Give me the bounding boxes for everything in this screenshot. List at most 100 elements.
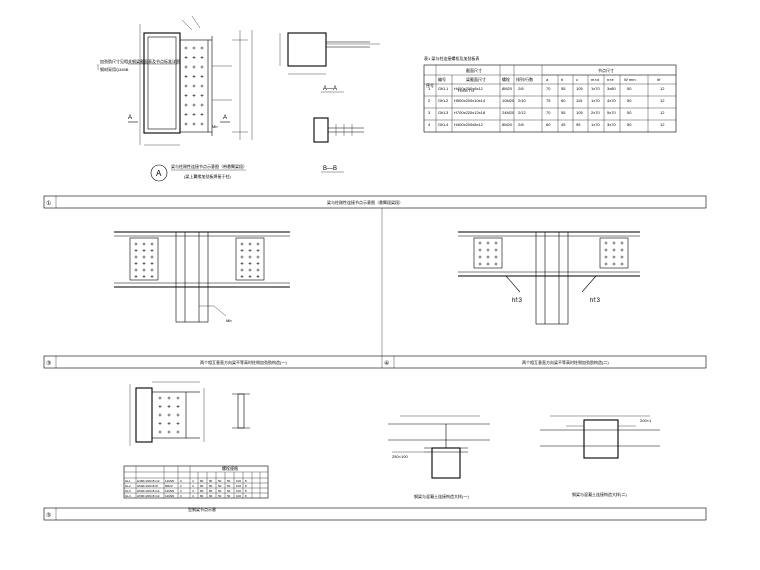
table-cell: 70 (546, 110, 551, 115)
bolt-mark (200, 103, 204, 107)
bolt-mark (184, 75, 188, 78)
bolt-mark (240, 255, 244, 259)
small-table-cell: 80 (200, 489, 204, 493)
table-cell: 2/8 (518, 86, 524, 91)
table-col-head: hf (657, 77, 661, 82)
table-cell: 12 (660, 110, 665, 115)
bolt-mark (200, 113, 204, 116)
bolt-mark (240, 249, 244, 252)
bolt-mark (486, 255, 490, 259)
bolt-mark (478, 262, 482, 266)
band-1-number: ① (46, 200, 51, 207)
bolt-mark (150, 268, 154, 272)
section-aa-drawing (279, 32, 380, 75)
small-table-cell: 80 (209, 494, 213, 498)
bolt-mark (167, 430, 171, 434)
bolt-mark (604, 255, 608, 259)
bolt-mark (248, 275, 252, 278)
bolt-mark (158, 396, 162, 400)
table-cell: GKL1 (438, 86, 449, 91)
bolt-grid (184, 46, 204, 126)
bolt-mark (142, 275, 146, 278)
bolt-mark (176, 396, 180, 400)
small-table-cell: 100 (236, 484, 241, 488)
small-table-cell: 50 (218, 494, 222, 498)
bolt-mark (150, 275, 154, 278)
table-col-code: 编号 (438, 76, 446, 82)
bolt-mark (478, 255, 482, 259)
detail-circle-label: A (156, 169, 162, 178)
bolt-mark (248, 262, 252, 265)
bolt-mark (176, 430, 180, 434)
small-table-cell: H500×200×8×12 (137, 489, 160, 493)
table-cell: 8M20 (502, 86, 513, 91)
concrete-detail-1 (388, 415, 490, 479)
bolt-mark (142, 255, 146, 259)
bolt-mark (192, 84, 196, 88)
table-cell: 24M20 (502, 110, 515, 115)
table-cell: 5x70 (607, 110, 616, 115)
bolt-mark (200, 65, 204, 69)
bolt-mark (192, 65, 196, 69)
bolt-mark (142, 242, 146, 246)
detail-5-drawing (129, 381, 250, 446)
bolt-mark (256, 249, 260, 252)
small-table-cell: 8 (245, 494, 247, 498)
small-table-cell: 3 (180, 494, 182, 498)
small-table-cell: GL1 (125, 479, 131, 483)
small-table-cell: 8M20 (165, 484, 173, 488)
small-table-cell: 100 (236, 494, 241, 498)
table-group-header: 截面尺寸 (466, 67, 482, 73)
small-table-cell: 50 (227, 494, 231, 498)
bolt-mark (192, 113, 196, 116)
table-cell: H400x200x8x12 (454, 122, 484, 127)
small-table-cell: 80 (209, 479, 213, 483)
small-table-cell: 2 (180, 484, 182, 488)
dim-left: 250×100 (392, 454, 408, 459)
bolt-mark (494, 262, 498, 266)
bolt-mark (134, 275, 138, 278)
caption-mid: 钢梁与混凝土连接构造大样(一) (414, 493, 469, 499)
table-cell: GKL4 (438, 122, 449, 127)
table-cell: 12 (660, 86, 665, 91)
mb-left-label: Mb (226, 318, 232, 323)
bolt-mark (200, 84, 204, 88)
bolt-mark (478, 248, 482, 252)
bolt-mark (486, 248, 490, 252)
bolt-mark (142, 249, 146, 252)
bolt-mark (192, 94, 196, 97)
band-5 (43, 507, 707, 521)
small-table-cell: 50 (218, 489, 222, 493)
band-4-number: ④ (384, 360, 389, 367)
small-table-cell: 4 (192, 489, 194, 493)
concrete-detail-2 (540, 415, 660, 459)
table-cell: 2x70 (591, 110, 600, 115)
small-table-cell: 4 (192, 479, 194, 483)
band-3-4 (43, 355, 707, 369)
detail-a-caption: 梁与柱刚性连接节点示意图（带悬臂梁段） (171, 163, 247, 169)
small-table-cell: 12M20 (165, 479, 175, 483)
table-cell: 4 (428, 122, 431, 127)
mb-label: Mb (212, 124, 218, 129)
small-table-cell: 8 (245, 489, 247, 493)
bolt-mark (150, 242, 154, 246)
table-cell: 2/8 (518, 122, 524, 127)
bolt-mark (620, 248, 624, 252)
bolt-mark (167, 405, 171, 408)
weld-label-b: hf:3 (590, 298, 601, 304)
bolt-mark (248, 242, 252, 246)
small-table-cell: 80 (209, 484, 213, 488)
small-table-cell: 50 (218, 479, 222, 483)
bolt-mark (184, 103, 188, 107)
table-col-head: m×d (591, 77, 599, 82)
band-1 (43, 195, 707, 209)
table-cell: 55 (561, 86, 566, 91)
bolt-mark (167, 413, 171, 417)
caption-right: 钢梁与混凝土连接构造大样(二) (572, 491, 627, 497)
band-3-title: 两个相互垂直方向梁不等高时柱侧加劲肋构造(一) (200, 359, 287, 365)
small-table-cell: 12M20 (165, 489, 175, 493)
table-cell: GKL3 (438, 110, 449, 115)
small-table-cell: GL3 (125, 489, 131, 493)
table-col-head: c (576, 77, 578, 82)
bolt-mark (612, 241, 616, 245)
